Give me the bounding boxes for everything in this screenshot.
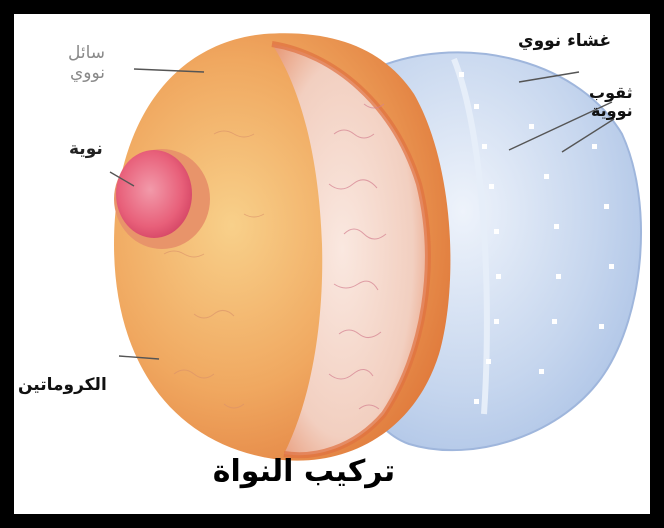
label-chromatin: الكروماتين [18, 376, 107, 396]
label-nucleoplasm: سائل نووي [68, 44, 105, 83]
label-nucleolus: نوية [69, 140, 103, 160]
nucleolus [116, 150, 192, 238]
diagram-panel: سائل نووي نوية الكروماتين غشاء نووي ثقوب… [14, 14, 650, 514]
label-nuclear-membrane: غشاء نووي [518, 32, 611, 52]
nucleus-illustration [14, 14, 650, 514]
diagram-caption: تركيب النواة [194, 454, 414, 489]
label-nuclear-pores: ثقوب نووية [589, 84, 633, 121]
